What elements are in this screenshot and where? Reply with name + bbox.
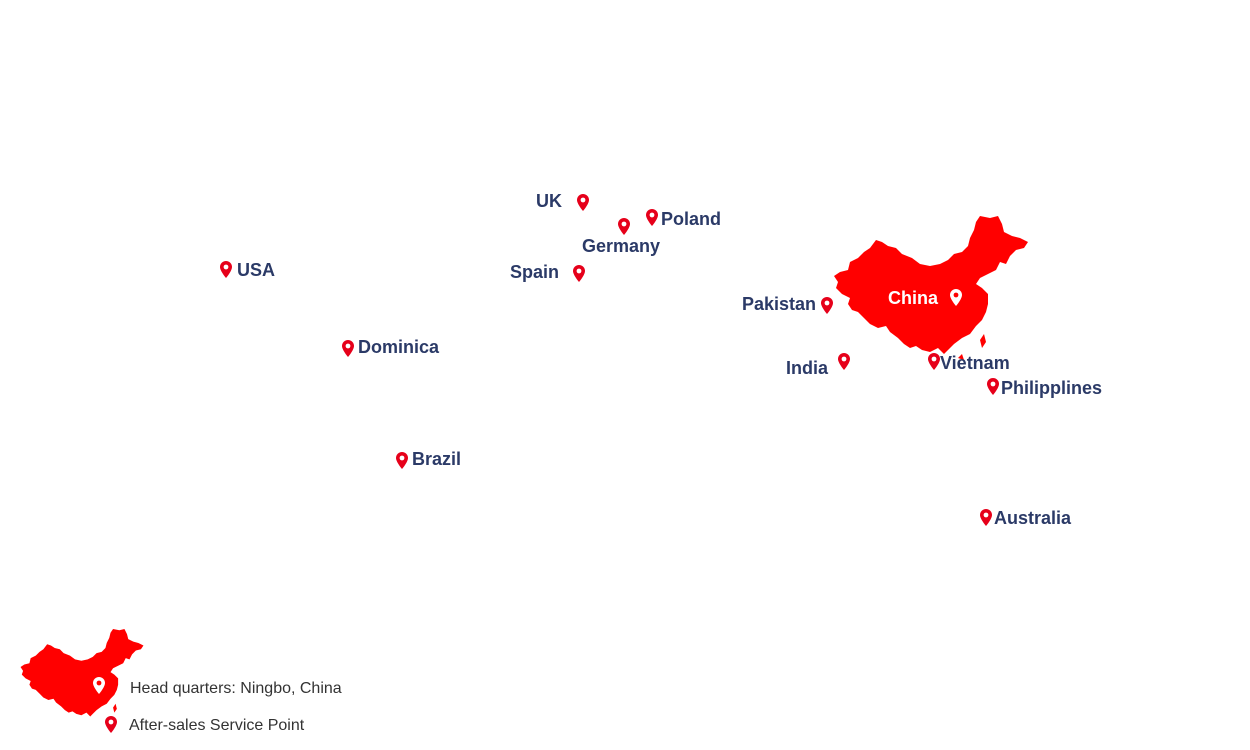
label-india: India [786,358,829,378]
label-uk: UK [536,191,562,211]
label-vietnam: Vietnam [940,353,1010,373]
label-philippines: Philipplines [1001,378,1103,398]
pin-pakistan-icon [821,297,833,314]
pin-australia-icon [980,509,992,526]
legend-service-point-text: After-sales Service Point [129,717,305,734]
pin-brazil-icon [396,452,408,469]
pin-philippines-icon [987,378,999,395]
label-australia: Australia [994,508,1072,528]
label-poland: Poland [661,209,722,229]
label-brazil: Brazil [412,449,462,469]
pin-poland-icon [646,209,658,226]
pin-spain-icon [573,265,585,282]
pin-dominica-icon [342,340,354,357]
label-pakistan: Pakistan [742,294,817,314]
label-germany: Germany [582,236,661,256]
china-hq-pin-icon [950,289,962,306]
legend-headquarters-text: Head quarters: Ningbo, China [130,680,342,697]
legend-hq-pin-icon [93,677,105,694]
label-usa: USA [237,260,276,280]
pin-uk-icon [577,194,589,211]
label-dominica: Dominica [358,337,440,357]
legend-china-icon [20,629,144,717]
china-map-shape [834,216,1028,360]
pin-germany-icon [618,218,630,235]
label-spain: Spain [510,262,560,282]
pin-india-icon [838,353,850,370]
pin-vietnam-icon [928,353,940,370]
pin-usa-icon [220,261,232,278]
legend-service-pin-icon [105,716,117,733]
china-hq-label: China [888,288,939,308]
